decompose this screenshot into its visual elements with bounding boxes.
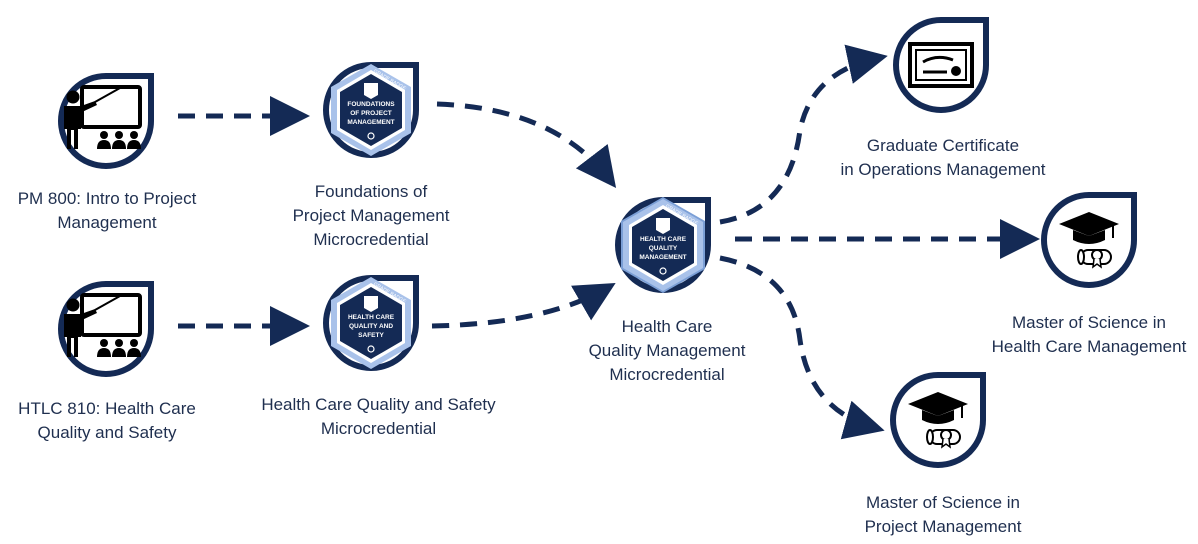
badge-icon: GRADE BADGE HEALTH CARE QUALITY MANAGEME… — [621, 197, 705, 293]
label-line-2: Health Care Management — [991, 337, 1187, 356]
node-htlc810 — [61, 284, 151, 374]
node-hcqs: GRADE BADGE HEALTH CARE QUALITY AND SAFE… — [326, 277, 416, 369]
label-line-1: Master of Science in — [865, 493, 1020, 512]
label-line-1: HTLC 810: Health Care — [18, 399, 196, 418]
label-line-1: Master of Science in — [1011, 313, 1166, 332]
label-mshcm: Master of Science in Health Care Managem… — [982, 311, 1196, 359]
node-foundations: GRADE BADGE FOUNDATIONS OF PROJECT MANAG… — [326, 64, 416, 156]
label-line-2: Management — [57, 213, 157, 232]
badge-text-line-3: MANAGEMENT — [347, 119, 394, 126]
node-hcqm: GRADE BADGE HEALTH CARE QUALITY MANAGEME… — [618, 197, 708, 293]
arrow-foundations-to-hcqm — [436, 101, 617, 188]
label-line-1: Health Care Quality and Safety — [261, 395, 496, 414]
label-line-1: Graduate Certificate — [866, 136, 1020, 155]
label-line-2: Project Management — [864, 517, 1022, 536]
label-line-1: Foundations of — [314, 182, 428, 201]
node-mshcm — [1044, 195, 1134, 285]
badge-text-line-2: QUALITY AND — [349, 323, 393, 330]
label-pm800: PM 800: Intro to Project Management — [12, 187, 202, 235]
badge-text-line-2: QUALITY — [649, 245, 678, 252]
label-line-2: in Operations Management — [840, 160, 1046, 179]
label-hcqm: Health Care Quality Management Microcred… — [557, 315, 777, 387]
badge-text-line-3: SAFETY — [358, 332, 384, 339]
badge-text-line-1: HEALTH CARE — [640, 236, 687, 243]
label-line-2: Quality Management — [588, 341, 746, 360]
label-foundations: Foundations of Project Management Microc… — [256, 180, 486, 252]
node-gradcert — [896, 20, 986, 110]
arrow-hcqs-to-hcqm — [431, 282, 616, 329]
node-pm800 — [61, 76, 151, 166]
arrow-hcqm-to-mspm — [719, 255, 885, 440]
node-mspm — [893, 375, 983, 465]
label-line-1: Health Care — [621, 317, 713, 336]
badge-text-line-1: HEALTH CARE — [348, 314, 395, 321]
badge-text-line-1: FOUNDATIONS — [347, 101, 395, 108]
label-line-1: PM 800: Intro to Project — [17, 189, 197, 208]
label-line-2: Microcredential — [320, 419, 437, 438]
label-line-2: Quality and Safety — [37, 423, 177, 442]
label-mspm: Master of Science in Project Management — [840, 491, 1046, 539]
arrow-hcqm-to-gradcert — [719, 44, 888, 225]
label-line-2: Project Management — [292, 206, 450, 225]
label-htlc810: HTLC 810: Health Care Quality and Safety — [12, 397, 202, 445]
label-gradcert: Graduate Certificate in Operations Manag… — [818, 134, 1068, 182]
label-line-3: Microcredential — [313, 230, 429, 249]
label-hcqs: Health Care Quality and Safety Microcred… — [241, 393, 516, 441]
badge-text-line-2: OF PROJECT — [350, 110, 392, 117]
label-line-3: Microcredential — [609, 365, 725, 384]
badge-text-line-3: MANAGEMENT — [639, 254, 686, 261]
